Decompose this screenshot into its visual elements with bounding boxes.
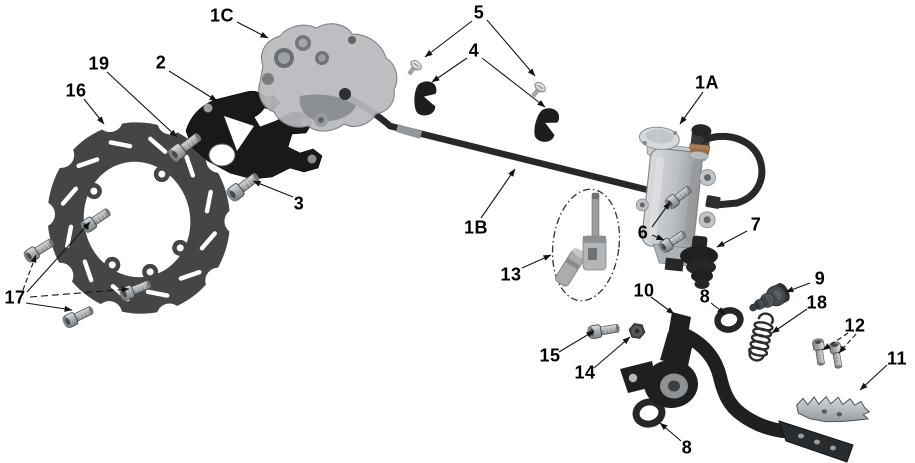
brake-pedal bbox=[620, 312, 854, 463]
brake-line bbox=[343, 93, 682, 203]
callout-13: 13 bbox=[500, 264, 522, 285]
callout-1a: 1A bbox=[694, 72, 720, 93]
clevis-assembly bbox=[551, 188, 621, 302]
pedal-nut bbox=[628, 323, 646, 339]
brake-disc bbox=[28, 106, 251, 330]
callout-15: 15 bbox=[539, 345, 561, 366]
callout-8-lower: 8 bbox=[681, 437, 693, 458]
callout-5: 5 bbox=[473, 2, 485, 23]
callout-9: 9 bbox=[814, 268, 826, 289]
o-ring-upper bbox=[714, 307, 744, 333]
callout-14: 14 bbox=[574, 362, 596, 383]
callout-2: 2 bbox=[155, 52, 167, 73]
callout-11: 11 bbox=[886, 348, 908, 369]
callout-10: 10 bbox=[633, 280, 655, 301]
return-spring bbox=[748, 312, 774, 362]
pedal-tip-bolts bbox=[811, 337, 845, 370]
callout-4: 4 bbox=[468, 40, 480, 61]
pedal-bolt bbox=[586, 320, 622, 340]
callout-7: 7 bbox=[750, 214, 762, 235]
callout-16: 16 bbox=[65, 80, 87, 101]
callout-6: 6 bbox=[637, 222, 649, 243]
brake-pedal-tip bbox=[796, 395, 871, 423]
callout-17: 17 bbox=[4, 287, 26, 308]
leader-lines bbox=[22, 19, 888, 442]
brake-line-loop bbox=[694, 133, 766, 209]
callout-8-upper: 8 bbox=[699, 286, 711, 307]
callout-19: 19 bbox=[88, 53, 110, 74]
callout-1c: 1C bbox=[209, 5, 235, 26]
o-ring-lower bbox=[632, 398, 666, 428]
callout-18: 18 bbox=[806, 292, 828, 313]
caliper-bracket bbox=[185, 90, 323, 180]
pedal-pivot-joint bbox=[749, 282, 790, 312]
callout-3: 3 bbox=[293, 193, 305, 214]
brake-caliper bbox=[258, 23, 398, 132]
callout-1b: 1B bbox=[463, 217, 489, 238]
callout-12: 12 bbox=[844, 315, 866, 336]
dust-boot bbox=[680, 235, 718, 289]
